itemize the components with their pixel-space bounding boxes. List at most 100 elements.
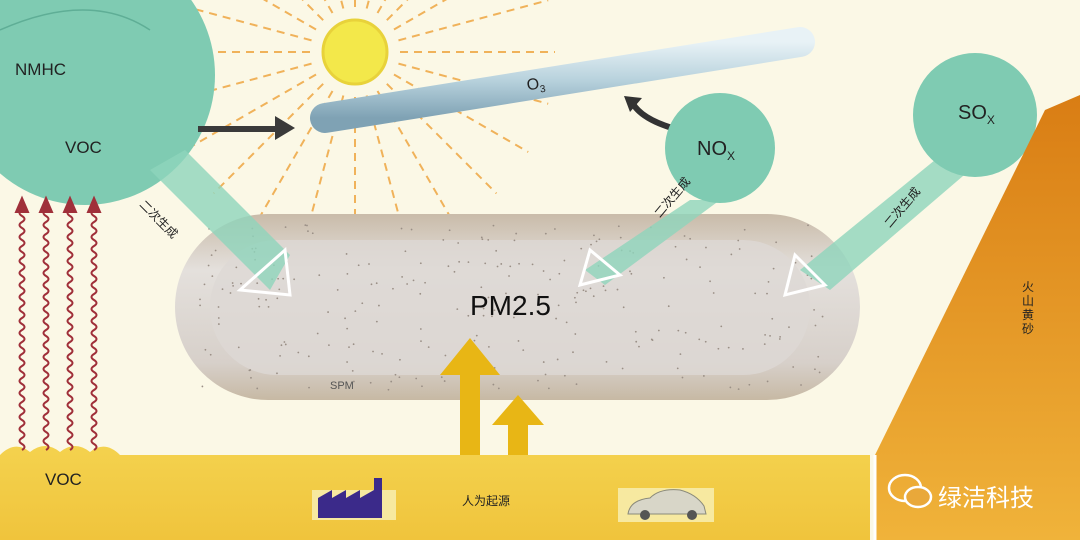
arrowhead-icon — [62, 195, 78, 213]
ground — [0, 446, 870, 540]
particle-dot — [537, 379, 539, 382]
particle-dot — [737, 388, 740, 391]
particle-dot — [424, 281, 426, 284]
sun-ray — [386, 0, 409, 21]
sun-ray — [393, 0, 448, 31]
particle-dot — [563, 259, 566, 262]
particle-dot — [638, 345, 640, 348]
particle-dot — [427, 346, 430, 348]
particle-dot — [814, 368, 816, 371]
particle-dot — [810, 277, 813, 280]
particle-dot — [258, 305, 261, 308]
voc-top-label: VOC — [65, 138, 102, 157]
particle-dot — [595, 240, 598, 243]
particle-dot — [336, 289, 339, 291]
particle-dot — [199, 298, 201, 301]
sun-ray — [181, 73, 317, 153]
o3-tube — [310, 27, 815, 133]
particle-dot — [537, 293, 539, 296]
particle-dot — [531, 263, 534, 266]
particle-dot — [742, 348, 744, 350]
particle-dot — [518, 262, 520, 265]
particle-dot — [549, 278, 552, 281]
particle-dot — [345, 253, 348, 255]
particle-dot — [712, 292, 715, 294]
particle-dot — [508, 275, 510, 277]
sun-ray — [254, 90, 334, 226]
spm-label: SPM — [330, 380, 354, 392]
particle-dot — [704, 340, 707, 343]
particle-dot — [447, 265, 450, 268]
nox-label: NOX — [697, 138, 736, 163]
particle-dot — [398, 376, 401, 379]
particle-dot — [598, 238, 601, 241]
particle-dot — [387, 388, 390, 391]
particle-dot — [767, 280, 770, 283]
particle-dot — [584, 290, 587, 293]
arrowhead-icon — [14, 195, 30, 213]
particle-dot — [681, 376, 684, 379]
particle-dot — [344, 317, 346, 320]
particle-dot — [698, 338, 701, 341]
particle-dot — [814, 324, 817, 327]
particle-dot — [293, 278, 296, 281]
particle-dot — [327, 311, 329, 313]
sun-ray — [212, 83, 324, 195]
particle-dot — [237, 346, 240, 349]
particle-dot — [316, 332, 319, 335]
particle-dot — [754, 292, 757, 295]
sox-label: SOX — [958, 102, 995, 127]
particle-dot — [229, 292, 232, 294]
particle-dot — [778, 338, 781, 340]
particle-dot — [348, 346, 350, 348]
particle-dot — [484, 262, 487, 265]
particle-dot — [821, 315, 824, 318]
particle-dot — [482, 314, 485, 317]
particle-dot — [479, 305, 482, 308]
particle-dot — [685, 258, 688, 261]
arrowhead-icon — [38, 195, 54, 213]
particle-dot — [602, 285, 605, 288]
particle-dot — [563, 374, 566, 377]
particle-dot — [448, 229, 451, 232]
particle-dot — [763, 343, 766, 346]
particle-dot — [231, 282, 234, 284]
particle-dot — [480, 236, 483, 239]
volcano-sand-label: 火山黄砂 — [1022, 280, 1035, 336]
particle-dot — [256, 282, 259, 285]
particle-dot — [764, 333, 766, 336]
particle-dot — [505, 292, 507, 295]
particle-dot — [556, 358, 559, 361]
particle-dot — [487, 296, 490, 299]
particle-dot — [634, 330, 637, 333]
particle-dot — [375, 320, 378, 323]
particle-dot — [565, 321, 568, 324]
particle-dot — [772, 267, 775, 270]
particle-dot — [203, 283, 206, 286]
particle-dot — [487, 238, 490, 241]
particle-dot — [605, 360, 608, 363]
particle-dot — [699, 266, 701, 269]
particle-dot — [517, 340, 520, 342]
particle-dot — [766, 292, 768, 295]
particle-dot — [458, 260, 461, 263]
particle-dot — [771, 317, 774, 320]
particle-dot — [354, 310, 357, 313]
particle-dot — [604, 289, 607, 292]
particle-dot — [351, 369, 354, 372]
particle-dot — [308, 386, 310, 389]
particle-dot — [283, 341, 286, 343]
particle-dot — [575, 383, 578, 386]
nox-circle — [665, 93, 775, 203]
particle-dot — [495, 249, 498, 252]
arrowhead-icon — [86, 195, 102, 213]
particle-dot — [473, 339, 476, 342]
particle-dot — [421, 385, 423, 388]
particle-dot — [353, 380, 355, 383]
particle-dot — [307, 355, 310, 358]
particle-dot — [617, 225, 620, 228]
particle-dot — [792, 366, 795, 368]
particle-dot — [346, 272, 349, 275]
pm25-label: PM2.5 — [470, 290, 551, 321]
particle-dot — [210, 254, 213, 257]
